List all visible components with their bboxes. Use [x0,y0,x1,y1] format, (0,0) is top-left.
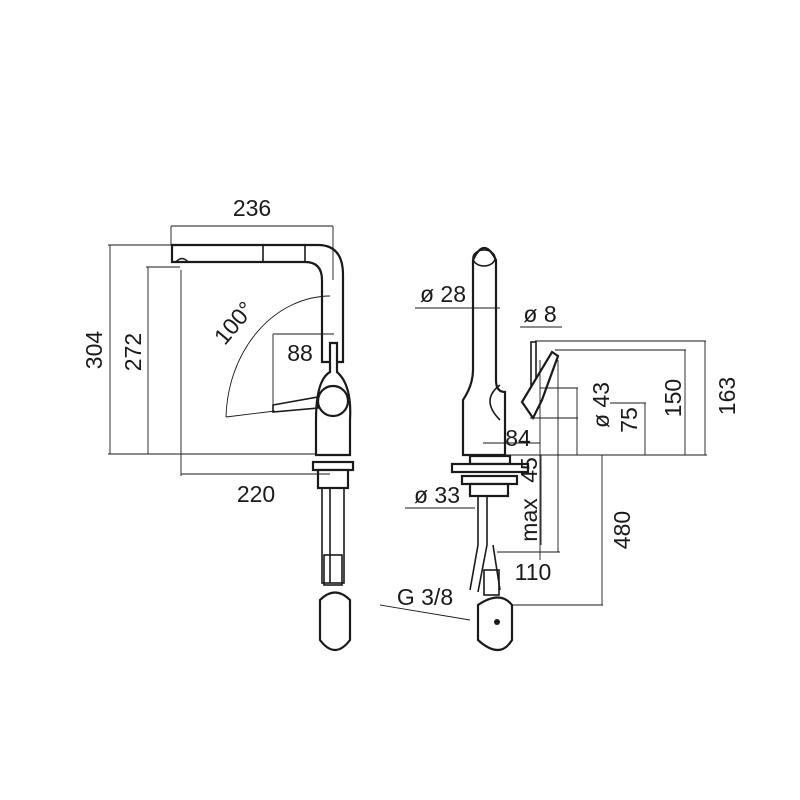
dim-480: 480 [609,511,635,549]
dim-diameter-28: ø 28 [420,281,466,307]
dim-diameter-43: ø 43 [588,382,614,428]
side-view-dimensions [108,225,334,476]
dim-163: 163 [714,377,740,415]
dim-110: 110 [515,559,552,585]
side-view-faucet [170,243,355,652]
dim-236: 236 [233,195,271,221]
front-view-faucet [450,246,560,652]
dim-84: 84 [505,425,531,451]
dim-150: 150 [660,379,686,417]
dim-88: 88 [287,340,313,366]
dim-45: 45 [516,457,542,483]
dim-272: 272 [120,333,146,371]
dim-75: 75 [616,407,642,433]
dim-diameter-33: ø 33 [414,482,460,508]
dim-304: 304 [81,331,107,370]
dim-max-label: max [516,498,542,542]
front-view-dimensions [379,307,707,621]
dim-220: 220 [237,481,275,507]
dim-thread-g38: G 3/8 [397,584,453,610]
dim-angle-100: 100° [209,296,259,349]
dim-diameter-8: ø 8 [523,301,556,327]
